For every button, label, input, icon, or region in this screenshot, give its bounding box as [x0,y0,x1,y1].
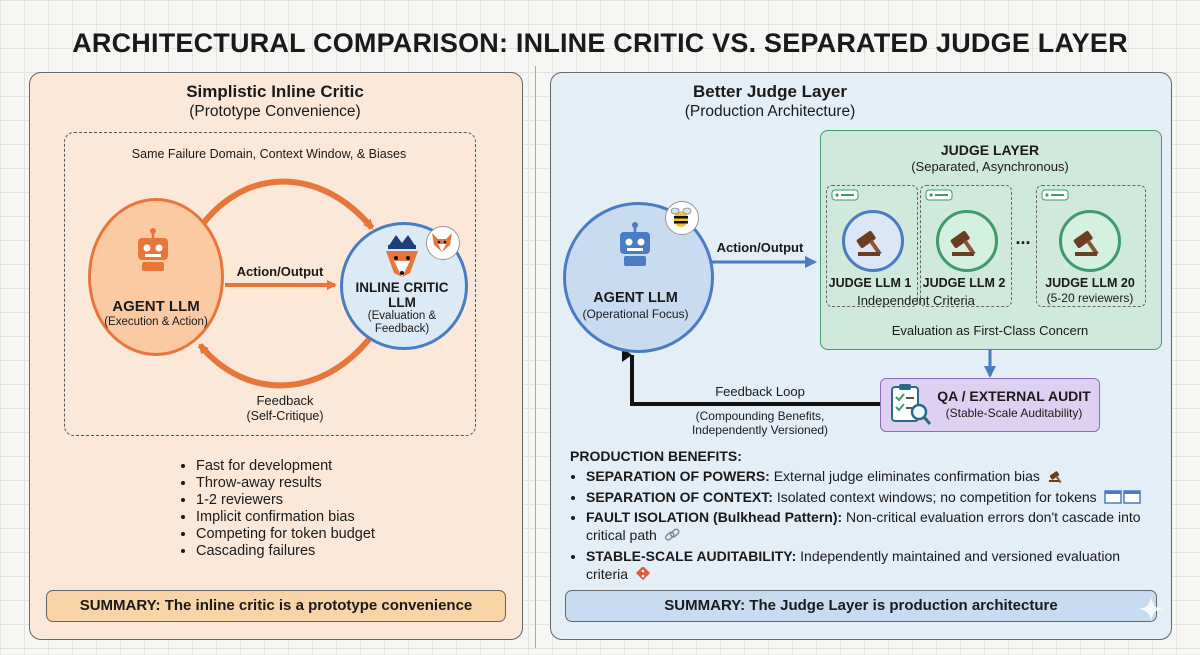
inline-critic-summary: SUMMARY: The inline critic is a prototyp… [46,590,506,622]
sparkle-icon [1138,596,1164,622]
inline-critic-title-line1: INLINE CRITIC [355,280,449,295]
trait-item: Throw-away results [196,475,456,492]
inline-critic-title: Simplistic Inline Critic [186,82,364,101]
judge-layer-summary: SUMMARY: The Judge Layer is production a… [565,590,1157,622]
robot-icon [620,222,650,266]
feedback-loop-sub-1: (Compounding Benefits, [695,409,825,423]
judge-2-label: JUDGE LLM 2 [922,276,1006,290]
page-title: ARCHITECTURAL COMPARISON: INLINE CRITIC … [72,28,1128,58]
feedback-curved-arrow [197,336,373,389]
gavel-icon [1048,471,1062,484]
benefit-text: Independently maintained and versioned e… [586,547,1121,582]
independent-criteria-label: Independent Criteria [857,293,975,308]
judge-20-label: JUDGE LLM 20 [1045,276,1135,290]
judge-layer-panel-subtitle: (Production Architecture) [684,103,856,120]
failure-domain-label: Same Failure Domain, Context Window, & B… [131,147,407,161]
benefit-text: Isolated context windows; no competition… [772,488,1097,505]
right-agent-llm-subtitle: (Operational Focus) [582,307,689,321]
gavel-icon [1073,231,1099,256]
judges-ellipsis: ... [1015,228,1031,248]
top-curved-arrow [192,178,375,237]
feedback-loop-arrow [622,348,880,406]
inline-critic-subtitle: (Prototype Convenience) [189,103,361,120]
judge-1-label: JUDGE LLM 1 [828,276,912,290]
inline-critic-panel [29,72,523,640]
benefit-item: SEPARATION OF CONTEXT: Isolated context … [586,488,1155,506]
link-icon [664,528,680,541]
benefit-title: STABLE-SCALE AUDITABILITY: [586,547,797,564]
robot-icon [138,228,168,271]
judge-layer-title: JUDGE LAYER [940,142,1040,158]
right-action-output-label: Action/Output [716,240,804,255]
agent-llm-subtitle: (Execution & Action) [104,316,208,328]
agent-llm-title: AGENT LLM [112,298,200,315]
fox-officer-icon [386,235,418,277]
judge-layer-subtitle: (Separated, Asynchronous) [911,159,1069,174]
production-benefits: PRODUCTION BENEFITS: SEPARATION OF POWER… [570,447,1155,585]
trait-item: Cascading failures [196,543,456,560]
inline-critic-sub-line2: Feedback) [374,323,430,335]
bee-icon [670,207,692,227]
benefits-heading: PRODUCTION BENEFITS: [570,448,742,464]
git-icon [635,565,650,580]
trait-item: Fast for development [196,458,456,475]
qa-audit-title: QA / EXTERNAL AUDIT [937,388,1091,404]
trait-item: 1-2 reviewers [196,492,456,509]
fox-icon [432,233,452,252]
self-critique-label: (Self-Critique) [246,409,324,423]
benefit-item: STABLE-SCALE AUDITABILITY: Independently… [586,547,1155,583]
benefit-text: Non-critical evaluation errors don't cas… [586,509,1141,543]
benefit-title: SEPARATION OF CONTEXT: [586,488,773,505]
qa-audit-subtitle: (Stable-Scale Auditability) [945,406,1083,420]
inline-critic-sub-line1: (Evaluation & [367,310,437,322]
benefit-title: SEPARATION OF POWERS: [586,468,770,484]
inline-critic-traits: Fast for development Throw-away results … [178,458,456,560]
judges-count-note: (5-20 reviewers) [1046,291,1134,305]
gavel-icon [950,231,976,256]
windows-icon [1103,489,1141,504]
action-output-label: Action/Output [236,264,324,279]
evaluation-concern-label: Evaluation as First-Class Concern [891,323,1089,338]
trait-item: Implicit confirmation bias [196,509,456,526]
benefit-item: FAULT ISOLATION (Bulkhead Pattern): Non-… [586,508,1155,544]
feedback-loop-sub-2: Independently Versioned) [691,423,829,437]
trait-item: Competing for token budget [196,526,456,543]
benefit-text: External judge eliminates confirmation b… [769,468,1040,484]
agent-llm-node [88,198,224,356]
failure-domain-box [64,132,476,436]
judge-layer-panel-title: Better Judge Layer [693,82,847,101]
benefit-title: FAULT ISOLATION (Bulkhead Pattern): [586,509,843,525]
judge-card-2 [920,185,1012,307]
checklist-magnifier-icon [891,384,932,425]
gavel-icon [856,231,882,256]
benefit-item: SEPARATION OF POWERS: External judge eli… [586,467,1155,485]
feedback-label: Feedback [256,393,314,408]
right-agent-llm-title: AGENT LLM [593,290,678,306]
feedback-loop-label: Feedback Loop [715,384,805,399]
judge-card-1 [826,185,918,307]
judge-card-20 [1036,185,1146,307]
inline-critic-title-line2: LLM [388,295,416,310]
panel-divider [535,66,536,648]
